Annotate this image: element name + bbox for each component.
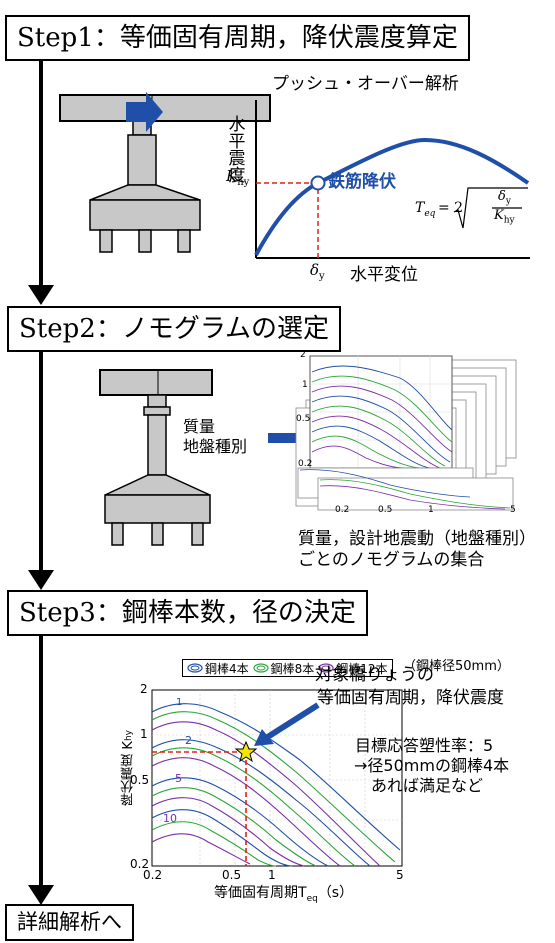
nomogram-legend: 鋼棒4本 鋼棒8本 鋼棒12本 [182, 659, 393, 677]
final-step-box: 詳細解析へ [5, 904, 134, 941]
ytick-02: 0.2 [130, 857, 150, 871]
contour-label-1: 1 [176, 697, 183, 708]
nomogram-stack [295, 355, 517, 511]
legend-item-12: 鋼棒12本 [318, 660, 388, 677]
legend-note: （鋼棒径50mm） [403, 659, 510, 674]
input-mass-label: 質量 [183, 417, 216, 436]
yield-label: 鉄筋降伏 [328, 172, 396, 192]
step2-box: Step2：ノモグラムの選定 [7, 306, 342, 352]
target-arrow-icon [254, 729, 274, 746]
formula-numerator: δy [498, 189, 511, 207]
stack-ytick-02: 0.2 [298, 459, 313, 469]
pushover-title: プッシュ・オーバー解析 [272, 74, 459, 94]
pier-drawing-2 [99, 369, 213, 546]
contour-lines [151, 703, 401, 867]
xtick-5: 5 [396, 868, 404, 882]
contour-label-2: 2 [185, 734, 192, 747]
ytick-05: 0.5 [130, 773, 150, 787]
stack-xtick-1: 1 [428, 505, 434, 515]
teq-formula: Teq [415, 200, 436, 219]
pushover-curve [254, 137, 530, 256]
teq-formula-mid: = 2 [438, 200, 464, 216]
stack-xtick-5: 5 [510, 505, 516, 515]
nomogram-chart [151, 689, 403, 867]
step2-caption-1: 質量，設計地震動（地盤種別） [298, 529, 536, 549]
nomogram-ylabel: 降伏震度 Khy [121, 730, 136, 806]
arrow-head-3 [28, 885, 54, 905]
step1-box: Step1：等価固有周期，降伏震度算定 [5, 15, 470, 61]
arrow-head-1 [28, 285, 54, 305]
ytick-1: 1 [140, 727, 148, 741]
annotation-line2: 等価固有周期，降伏震度 [317, 688, 504, 708]
target-star-icon [234, 740, 258, 763]
stack-ytick-1: 1 [302, 380, 308, 390]
result-line3: あれば満足など [371, 776, 484, 795]
result-line1: 目標応答塑性率：5 [355, 736, 494, 755]
input-ground-label: 地盤種別 [183, 437, 248, 456]
pushover-chart [254, 100, 530, 259]
dy-label: δy [310, 261, 325, 282]
xtick-1: 1 [268, 868, 276, 882]
xtick-02: 0.2 [143, 868, 163, 882]
arrow-head-2 [28, 570, 54, 590]
pier-drawing-1 [59, 92, 271, 253]
legend-item-4: 鋼棒4本 [187, 660, 249, 677]
result-line2: →径50mmの鋼棒4本 [354, 756, 510, 775]
step3-box: Step3：鋼棒本数，径の決定 [7, 590, 368, 636]
stack-ytick-2: 2 [300, 350, 306, 360]
stack-xtick-02: 0.2 [335, 505, 350, 515]
xtick-05: 0.5 [222, 868, 242, 882]
pushover-xlabel: 水平変位 [350, 265, 418, 285]
stack-ytick-05: 0.5 [296, 414, 311, 424]
nomogram-xlabel: 等価固有周期Teq（s） [214, 885, 354, 904]
legend-item-8: 鋼棒8本 [253, 660, 314, 677]
contour-label-10: 10 [163, 812, 177, 825]
step2-caption-2: ごとのノモグラムの集合 [298, 550, 485, 570]
force-arrow-icon [126, 92, 163, 132]
yield-point [310, 175, 326, 191]
annotation-line1: 対象橋りょうの [315, 665, 434, 685]
khy-label: Khy [226, 167, 250, 188]
ytick-2: 2 [140, 682, 148, 696]
formula-denominator: Khy [494, 208, 515, 226]
stack-xtick-05: 0.5 [378, 505, 393, 515]
contour-label-5: 5 [175, 772, 182, 785]
pushover-ylabel: 水平震度 [224, 115, 245, 183]
